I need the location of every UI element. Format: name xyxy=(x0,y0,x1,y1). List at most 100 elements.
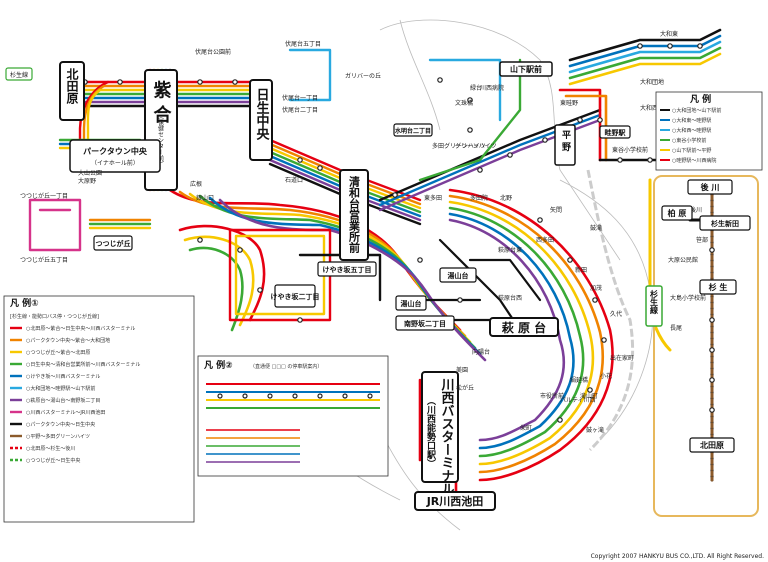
station-kawanishi-terminal[interactable]: 川西バスターミナル xyxy=(439,378,456,495)
legend-2-note: （直通便 □□□ の停車駅案内） xyxy=(250,363,322,370)
station-jr-kawanishi[interactable]: JR川西池田 xyxy=(426,494,484,508)
label-small-36: 東谷小学校前 xyxy=(612,146,648,154)
label-small-17: 鼓滝 xyxy=(590,224,602,232)
label-small-34: 松が丘 xyxy=(456,384,474,392)
legend-1-row-12: ○つつじが丘～日生中央 xyxy=(26,457,80,464)
station-parktown-sub: （イナホール前） xyxy=(91,159,139,167)
station-kashiwara[interactable]: 柏 原 xyxy=(668,208,687,218)
label-small-53: 萩原台西 xyxy=(498,294,522,302)
station-sanguo-new[interactable]: 杉生新田 xyxy=(711,219,739,228)
legend-1-row-0: [杉生線・能勢口バス停・つつじが丘線] xyxy=(10,313,99,320)
station-hirano[interactable]: 平 野 xyxy=(560,130,571,152)
station-kitadahara-left[interactable]: 北田原 xyxy=(65,67,79,105)
label-small-11: 大和西 xyxy=(640,104,658,112)
label-small-12: 緑台 xyxy=(470,84,482,92)
station-kuzuyama-left[interactable]: 湯山台 xyxy=(401,299,422,308)
label-small-26: 滝山町 xyxy=(580,392,598,400)
label-small-45: 銀山口 xyxy=(196,194,214,202)
legend-1-row-8: ○川西バスターミナル～JR川西池田 xyxy=(26,409,105,416)
legend-2-stops xyxy=(217,393,373,399)
label-small-54: 多田グリーンハイツ xyxy=(432,142,486,150)
label-small-33: 美園 xyxy=(456,366,468,374)
label-small-50: 東多田 xyxy=(424,194,442,202)
station-parktown[interactable]: パークタウン中央 xyxy=(83,146,148,156)
label-small-29: 市役所前 xyxy=(540,392,564,400)
sugiu-badge-left-text: 杉生線 xyxy=(10,71,28,79)
sugiu-badge-left: 杉生線 xyxy=(5,67,33,81)
legend-3-row-1: ○大和東～畦野駅 xyxy=(672,117,711,124)
label-small-0: 伏尾台公園前 xyxy=(195,48,231,56)
copyright: Copyright 2007 HANKYU BUS CO.,LTD. All R… xyxy=(591,553,764,560)
legend-1-row-4: ○日生中央～清和台営業所前～川西バスターミナル xyxy=(26,361,140,368)
label-small-52: 萩原台東 xyxy=(498,246,522,254)
legend-3-row-2: ○大和西～畦野駅 xyxy=(672,127,711,134)
label-small-44: 笹部 xyxy=(696,236,708,244)
label-small-10: 大和団地 xyxy=(640,78,664,86)
label-small-51: 北野 xyxy=(500,194,512,202)
station-kitadahara-right[interactable]: 北田原 xyxy=(700,440,724,450)
label-small-32: 向陽台 xyxy=(472,348,490,356)
label-small-25: 絹延橋 xyxy=(570,376,588,384)
station-sanguo[interactable]: 杉 生 xyxy=(709,282,728,292)
label-small-30: 栄町 xyxy=(520,424,532,432)
label-small-5: 大山公園 xyxy=(78,169,102,177)
label-small-14: 文珠橋 xyxy=(455,99,473,107)
station-mizuaki2[interactable]: 水明台二丁目 xyxy=(395,127,431,135)
legend-2-title: 凡 例② xyxy=(203,359,233,371)
station-nochi[interactable]: 後 川 xyxy=(701,182,720,192)
label-small-27: 鼓ヶ滝 xyxy=(586,426,604,434)
legend-1-row-2: ○パークタウン中央～紫合～大和団地 xyxy=(26,337,110,344)
legend-3-row-4: ○山下駅前～平野 xyxy=(672,147,711,154)
label-small-20: 新田 xyxy=(575,266,587,274)
legend-3-row-5: ○畦野駅～川西病院 xyxy=(672,157,716,164)
label-small-46: つつじが丘一丁目 xyxy=(20,192,68,200)
station-kuzuyama[interactable]: 湯山台 xyxy=(448,271,469,280)
station-minamiuneno2[interactable]: 南野坂二丁目 xyxy=(404,319,446,328)
label-small-1: 伏尾台五丁目 xyxy=(285,40,321,48)
legend-1-row-10: ○平野～多田グリーンハイツ xyxy=(26,433,90,440)
label-small-47: つつじが丘五丁目 xyxy=(20,256,68,264)
label-small-13: 川西病院 xyxy=(480,84,504,92)
label-small-21: 久代 xyxy=(610,310,622,318)
station-keyakizaka5[interactable]: けやき坂五丁目 xyxy=(323,265,372,274)
label-small-39: 後川 xyxy=(690,206,702,214)
label-small-38: 長尾 xyxy=(670,325,682,332)
station-nissei[interactable]: 日生中央 xyxy=(254,88,270,141)
legend-1-row-11: ○北田原～杉生～後川 xyxy=(26,445,75,452)
label-small-6: 大原野 xyxy=(78,177,96,185)
station-shidai-sub: （保健センター前） xyxy=(157,113,164,167)
legend-1-title: 凡 例① xyxy=(9,297,39,309)
legend-1-row-6: ○大和団地～畦野駅～山下駅前 xyxy=(26,385,95,392)
label-small-3: 伏尾台二丁目 xyxy=(282,106,318,114)
station-uneno[interactable]: 畦野駅 xyxy=(605,128,627,137)
legend-3-row-3: ○東谷小学校前 xyxy=(672,137,706,144)
station-keyakizaka2[interactable]: けやき坂二丁目 xyxy=(271,292,320,301)
legend-3: 凡 例 ○大和団地～山下駅前 ○大和東～畦野駅 ○大和西～畦野駅 ○東谷小学校前… xyxy=(655,91,763,171)
label-small-22: 加茂 xyxy=(590,284,602,292)
label-small-40: 大島小学校前 xyxy=(670,294,706,302)
label-small-23: 出在家町 xyxy=(610,354,634,362)
station-shidai[interactable]: 紫 合 xyxy=(151,80,172,123)
label-small-16: 多田院 xyxy=(470,194,488,202)
sugiu-line-panel: 後 川 柏 原 杉生新田 杉 生 北田原 杉生線 xyxy=(645,175,759,517)
label-small-48: 広根 xyxy=(190,180,202,188)
station-tsutsujigaoka[interactable]: つつじが丘 xyxy=(96,239,131,248)
label-small-24: 小花 xyxy=(600,372,612,380)
label-small-42: 大原公民館 xyxy=(668,256,698,264)
label-small-18: 矢問 xyxy=(550,206,562,214)
legend-1-row-9: ○パークタウン中央～日生中央 xyxy=(26,421,95,428)
station-yamashita[interactable]: 山下駅前 xyxy=(510,64,542,74)
small-station-labels: 伏尾台公園前 伏尾台五丁目 伏尾台一丁目 伏尾台二丁目 ガリバーの丘 大山公園 … xyxy=(20,30,708,434)
label-small-9: 大和東 xyxy=(660,30,678,38)
label-small-15: グリーンハイツ xyxy=(455,142,497,150)
station-kawanishi-sub: （川西能勢口駅） xyxy=(425,396,437,468)
station-hagihara[interactable]: 萩 原 台 xyxy=(501,320,546,335)
label-small-2: 伏尾台一丁目 xyxy=(282,94,318,102)
legend-1: 凡 例① [杉生線・能勢口バス停・つつじが丘線] ○北田原～紫合～日生中央～川西… xyxy=(3,295,195,523)
label-small-28: パルティ川西 xyxy=(560,397,596,404)
sugiu-line-label: 杉生線 xyxy=(650,289,659,315)
legend-1-row-7: ○萩原台～湯山台～南野坂二丁目 xyxy=(26,397,100,404)
station-seiwa[interactable]: 清和台営業所前 xyxy=(348,175,362,254)
legend-3-title: 凡 例 xyxy=(689,93,711,105)
